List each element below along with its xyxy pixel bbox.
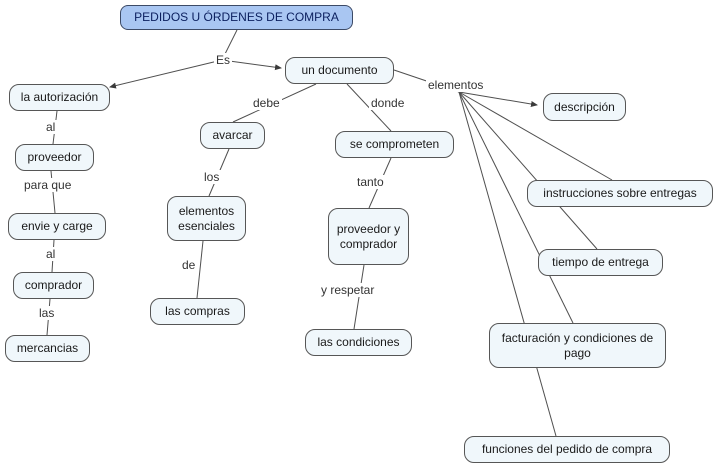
- edge-elementos-esenciales-las-compras: [196, 240, 204, 299]
- node-avarcar[interactable]: avarcar: [200, 122, 265, 149]
- link-label-donde[interactable]: donde: [369, 96, 407, 110]
- node-instrucciones-sobre-entregas[interactable]: instrucciones sobre entregas: [527, 180, 713, 207]
- node-un-documento[interactable]: un documento: [285, 57, 394, 84]
- node-facturacion-y-condiciones[interactable]: facturación y condiciones de pago: [489, 323, 666, 368]
- link-label-tanto[interactable]: tanto: [355, 175, 386, 189]
- node-mercancias[interactable]: mercancias: [5, 335, 90, 362]
- edge-elementos-descripcion: [458, 91, 538, 107]
- link-label-al-1[interactable]: al: [44, 120, 58, 134]
- link-label-al-2[interactable]: al: [44, 247, 58, 261]
- edge-elementos-funciones: [458, 91, 557, 437]
- edge-elementos-instrucciones: [458, 91, 613, 181]
- node-descripcion[interactable]: descripción: [543, 93, 626, 121]
- edge-elementos-facturacion: [458, 91, 574, 324]
- node-se-comprometen[interactable]: se comprometen: [335, 131, 454, 158]
- link-label-y-respetar[interactable]: y respetar: [319, 283, 377, 297]
- node-pedidos-u-ordenes-de-compra[interactable]: PEDIDOS U ÓRDENES DE COMPRA: [120, 5, 353, 30]
- link-label-elementos[interactable]: elementos: [426, 78, 486, 92]
- node-funciones-del-pedido[interactable]: funciones del pedido de compra: [464, 436, 670, 463]
- link-label-los[interactable]: los: [202, 170, 222, 184]
- node-elementos-esenciales[interactable]: elementos esenciales: [167, 196, 246, 241]
- node-proveedor-y-comprador[interactable]: proveedor y comprador: [328, 208, 409, 265]
- link-label-para-que[interactable]: para que: [22, 178, 74, 192]
- link-label-debe[interactable]: debe: [251, 96, 282, 110]
- node-comprador[interactable]: comprador: [13, 272, 94, 299]
- node-proveedor[interactable]: proveedor: [15, 144, 94, 171]
- edge-elementos-tiempo: [458, 91, 598, 250]
- node-envie-y-carge[interactable]: envie y carge: [8, 213, 106, 240]
- node-la-autorizacion[interactable]: la autorización: [9, 84, 110, 111]
- node-las-compras[interactable]: las compras: [150, 298, 245, 325]
- node-las-condiciones[interactable]: las condiciones: [305, 329, 412, 356]
- node-tiempo-de-entrega[interactable]: tiempo de entrega: [538, 249, 663, 276]
- link-label-de[interactable]: de: [180, 258, 198, 272]
- link-label-es[interactable]: Es: [214, 53, 233, 67]
- edge-proveedor-comprador-las-condiciones: [353, 264, 365, 330]
- edge-es-la-autorizacion: [109, 59, 223, 89]
- link-label-las[interactable]: las: [37, 306, 57, 320]
